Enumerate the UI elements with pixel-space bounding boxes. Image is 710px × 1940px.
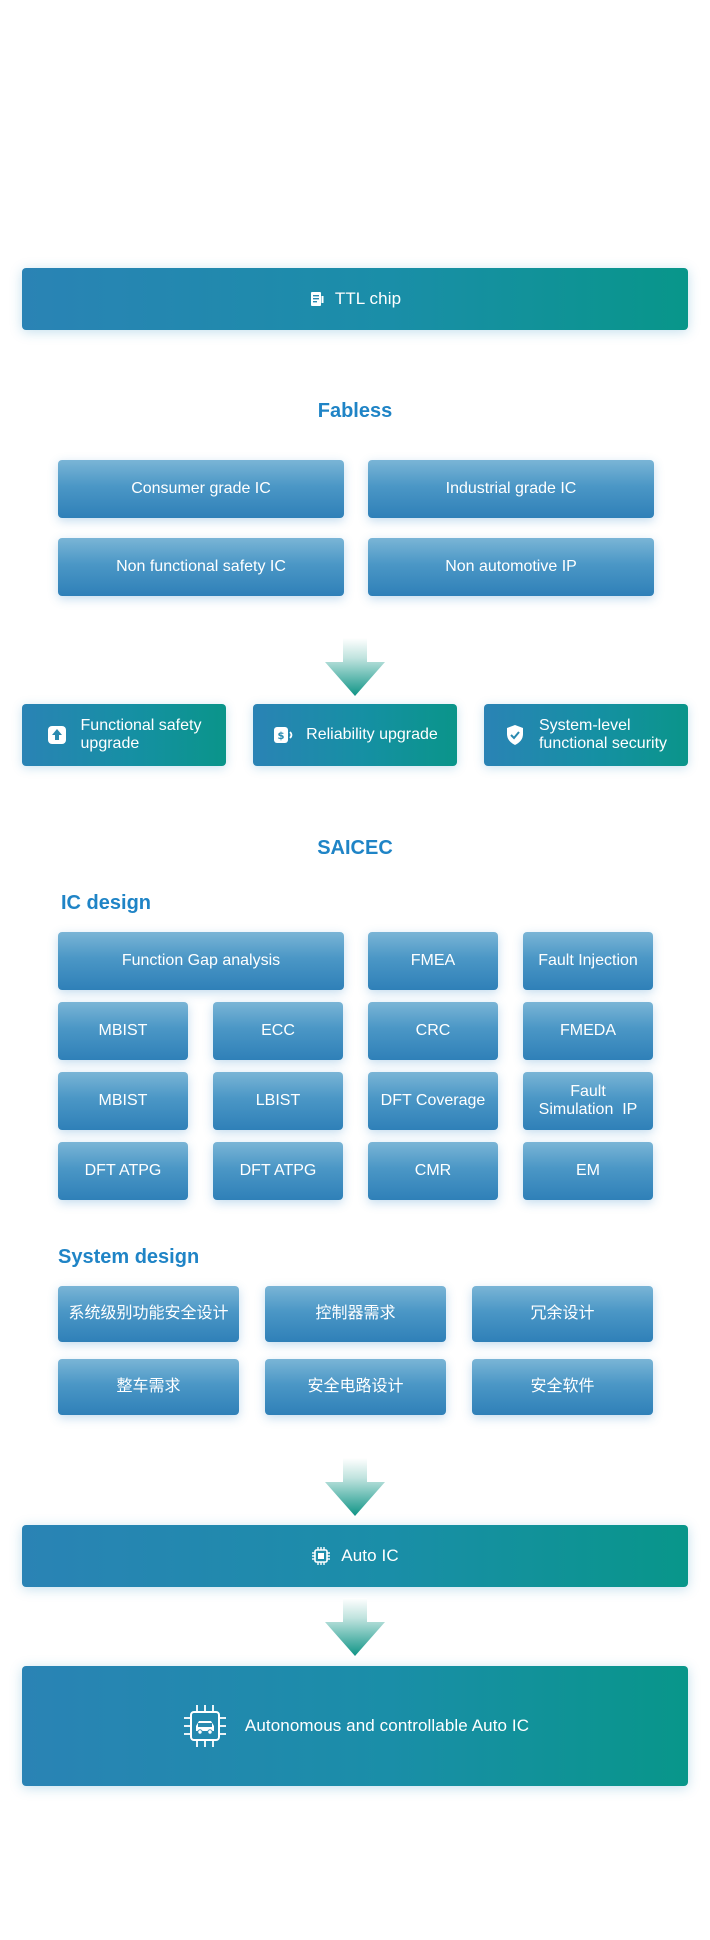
down-arrow-icon xyxy=(325,638,385,696)
system-design-heading: System design xyxy=(58,1246,200,1268)
card-reliability-upgrade[interactable]: $ Reliability upgrade xyxy=(253,704,457,766)
card-reliability-label: Reliability upgrade xyxy=(306,726,438,743)
down-arrow-icon xyxy=(325,1598,385,1656)
autonomous-auto-ic-banner[interactable]: Autonomous and controllable Auto IC xyxy=(22,1666,688,1786)
sys-item-safety-circuit-design[interactable]: 安全电路设计 xyxy=(265,1359,446,1415)
ic-item-fault-injection[interactable]: Fault Injection xyxy=(523,932,653,990)
chip-icon xyxy=(311,1546,331,1566)
auto-ic-label: Auto IC xyxy=(341,1546,399,1565)
ic-design-heading: IC design xyxy=(61,892,152,914)
shield-check-icon xyxy=(505,724,525,746)
ic-item-crc[interactable]: CRC xyxy=(368,1002,498,1060)
sys-item-system-level-safety-design[interactable]: 系统级别功能安全设计 xyxy=(58,1286,239,1342)
card-system-level-line2: functional security xyxy=(538,735,668,752)
ic-item-fmea[interactable]: FMEA xyxy=(368,932,498,990)
ic-item-dft-coverage[interactable]: DFT Coverage xyxy=(368,1072,498,1130)
ic-item-function-gap-analysis[interactable]: Function Gap analysis xyxy=(58,932,344,990)
fabless-heading: Fabless xyxy=(317,400,393,422)
ic-item-mbist-2[interactable]: MBIST xyxy=(58,1072,188,1130)
card-functional-safety-line1: Functional safety xyxy=(80,717,202,734)
ttl-chip-label: TTL chip xyxy=(334,289,402,308)
fabless-item-non-functional-safety[interactable]: Non functional safety IC xyxy=(58,538,344,596)
ic-item-em[interactable]: EM xyxy=(523,1142,653,1200)
ic-item-lbist[interactable]: LBIST xyxy=(213,1072,343,1130)
car-chip-icon xyxy=(181,1702,229,1750)
card-system-level-security[interactable]: System-level functional security xyxy=(484,704,688,766)
sys-item-controller-requirements[interactable]: 控制器需求 xyxy=(265,1286,446,1342)
ic-item-dft-atpg-2[interactable]: DFT ATPG xyxy=(213,1142,343,1200)
ic-item-fault-simulation-line1: Fault xyxy=(570,1083,606,1100)
card-functional-safety-line2: upgrade xyxy=(80,735,140,752)
ic-item-fmeda[interactable]: FMEDA xyxy=(523,1002,653,1060)
saicec-heading: SAICEC xyxy=(317,837,393,859)
ic-item-mbist[interactable]: MBIST xyxy=(58,1002,188,1060)
card-functional-safety-upgrade[interactable]: Functional safety upgrade xyxy=(22,704,226,766)
battery-dollar-icon: $ xyxy=(272,725,294,745)
fabless-item-consumer-grade[interactable]: Consumer grade IC xyxy=(58,460,344,518)
ic-item-fault-simulation-line2: Simulation IP xyxy=(538,1101,638,1118)
ic-item-fault-simulation-ip[interactable]: Fault Simulation IP xyxy=(523,1072,653,1130)
ttl-chip-banner[interactable]: TTL chip xyxy=(22,268,688,330)
svg-text:$: $ xyxy=(278,731,285,742)
sys-item-safety-software[interactable]: 安全软件 xyxy=(472,1359,653,1415)
upload-arrow-icon xyxy=(47,725,67,745)
auto-ic-banner[interactable]: Auto IC xyxy=(22,1525,688,1587)
card-system-level-line1: System-level xyxy=(538,717,631,734)
ic-item-dft-atpg[interactable]: DFT ATPG xyxy=(58,1142,188,1200)
sys-item-vehicle-requirements[interactable]: 整车需求 xyxy=(58,1359,239,1415)
down-arrow-icon xyxy=(325,1458,385,1516)
document-chip-icon xyxy=(309,291,325,307)
ic-item-cmr[interactable]: CMR xyxy=(368,1142,498,1200)
fabless-item-industrial-grade[interactable]: Industrial grade IC xyxy=(368,460,654,518)
ic-item-ecc[interactable]: ECC xyxy=(213,1002,343,1060)
autonomous-auto-ic-label: Autonomous and controllable Auto IC xyxy=(244,1716,530,1735)
sys-item-redundancy-design[interactable]: 冗余设计 xyxy=(472,1286,653,1342)
fabless-item-non-automotive-ip[interactable]: Non automotive IP xyxy=(368,538,654,596)
